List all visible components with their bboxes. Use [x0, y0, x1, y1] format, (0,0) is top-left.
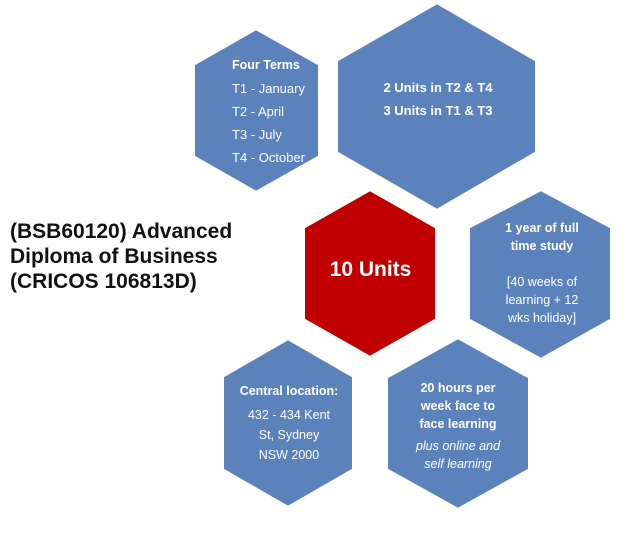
location-heading: Central location: — [239, 384, 339, 398]
units-line: 2 Units in T2 & T4 — [383, 80, 493, 95]
program-title: (BSB60120) Advanced Diploma of Business … — [10, 219, 260, 294]
program-title-line: Diploma of Business — [10, 245, 218, 268]
hours-text: 20 hours per week face to face learning … — [388, 379, 528, 473]
location-line: St, Sydney — [258, 428, 320, 442]
location-text: Central location: 432 - 434 Kent St, Syd… — [224, 381, 354, 465]
study-text: 1 year of full time study [40 weeks of l… — [478, 219, 606, 327]
study-detail-line: [40 weeks of — [506, 275, 578, 289]
hours-note-line: plus online and — [415, 439, 501, 453]
terms-heading: Four Terms — [232, 58, 300, 72]
center-label: 10 Units — [329, 258, 412, 281]
program-title-line: (BSB60120) Advanced — [10, 220, 233, 243]
hex-center — [301, 186, 439, 361]
hex-units — [334, 0, 539, 214]
location-line: 432 - 434 Kent — [247, 408, 330, 422]
hex-location — [220, 335, 356, 511]
study-heading-line: 1 year of full — [505, 221, 579, 235]
hex-terms — [191, 25, 322, 196]
units-line: 3 Units in T1 & T3 — [383, 103, 493, 118]
hours-heading-line: face learning — [419, 417, 497, 431]
term-item: T3 - July — [232, 127, 282, 142]
hours-heading-line: week face to — [420, 399, 496, 413]
hours-note-line: self learning — [424, 457, 492, 471]
location-line: NSW 2000 — [258, 448, 320, 462]
units-text: 2 Units in T2 & T4 3 Units in T1 & T3 — [358, 76, 518, 122]
hex-hours — [384, 334, 532, 513]
study-heading-line: time study — [510, 239, 574, 253]
term-item: T2 - April — [232, 104, 285, 119]
hex-study — [466, 186, 614, 363]
hours-heading-line: 20 hours per — [420, 381, 496, 395]
program-title-line: (CRICOS 106813D) — [10, 270, 197, 293]
study-detail-line: learning + 12 — [505, 293, 579, 307]
term-item: T1 - January — [232, 81, 305, 96]
study-detail-line: wks holiday] — [507, 311, 577, 325]
terms-text: Four Terms T1 - January T2 - April T3 - … — [232, 54, 305, 169]
term-item: T4 - October — [232, 150, 305, 165]
